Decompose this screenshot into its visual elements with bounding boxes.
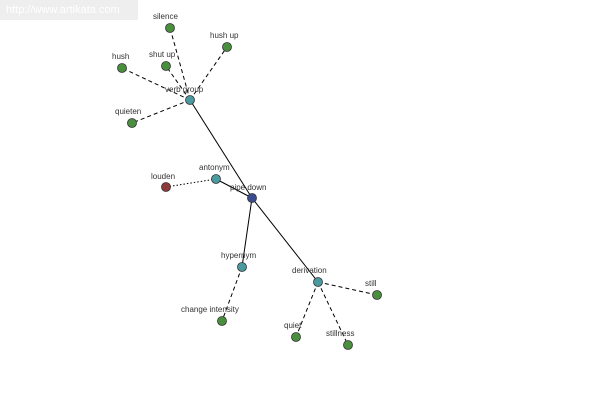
edge-verb-group-to-silence	[169, 27, 191, 101]
node-label-louden: louden	[151, 172, 175, 181]
node-label-hush-up: hush up	[210, 31, 239, 40]
node-silence[interactable]	[165, 23, 175, 33]
nodes-layer	[117, 23, 382, 350]
node-label-hypernym: hypernym	[221, 251, 256, 260]
node-label-quieten: quieten	[115, 107, 141, 116]
node-quiet[interactable]	[291, 332, 301, 342]
node-pipe-down[interactable]	[247, 193, 257, 203]
node-label-pipe-down: pipe down	[230, 183, 266, 192]
node-hypernym[interactable]	[237, 262, 247, 272]
edge-verb-group-to-shut-up	[165, 65, 191, 101]
edge-pipe-down-to-antonym	[215, 178, 253, 199]
node-label-verb-group: verb group	[165, 85, 204, 94]
edge-verb-group-to-quieten	[131, 99, 191, 124]
node-still[interactable]	[372, 290, 382, 300]
node-label-silence: silence	[153, 12, 178, 21]
node-hush[interactable]	[117, 63, 127, 73]
edge-pipe-down-to-derivation	[251, 197, 319, 283]
node-label-derivation: derivation	[292, 266, 327, 275]
edge-hypernym-to-change-intensity	[221, 266, 243, 322]
node-label-antonym: antonym	[199, 163, 230, 172]
node-label-change-intensity: change intensity	[181, 305, 239, 314]
node-louden[interactable]	[161, 182, 171, 192]
labels-layer: pipe down verb group antonym hypernym deriva…	[112, 12, 377, 338]
edge-pipe-down-to-hypernym	[241, 197, 253, 268]
node-derivation[interactable]	[313, 277, 323, 287]
node-shut-up[interactable]	[161, 61, 171, 71]
node-change-intensity[interactable]	[217, 316, 227, 326]
edges-layer	[121, 27, 378, 346]
edge-derivation-to-quiet	[295, 281, 319, 338]
watermark-url: http://www.artikata.com	[0, 0, 138, 20]
node-antonym[interactable]	[211, 174, 221, 184]
node-quieten[interactable]	[127, 118, 137, 128]
node-verb-group[interactable]	[185, 95, 195, 105]
node-label-quiet: quiet	[284, 321, 302, 330]
node-label-shut-up: shut up	[149, 50, 176, 59]
node-stillness[interactable]	[343, 340, 353, 350]
edge-antonym-to-louden	[165, 178, 217, 188]
node-label-hush: hush	[112, 52, 129, 61]
edge-derivation-to-stillness	[317, 281, 349, 346]
edge-verb-group-to-hush	[121, 67, 191, 101]
node-label-stillness: stillness	[326, 329, 354, 338]
edge-derivation-to-still	[317, 281, 378, 296]
node-label-still: still	[365, 279, 377, 288]
edge-pipe-down-to-verb-group	[189, 99, 253, 199]
edge-verb-group-to-hush-up	[189, 46, 228, 101]
node-hush-up[interactable]	[222, 42, 232, 52]
